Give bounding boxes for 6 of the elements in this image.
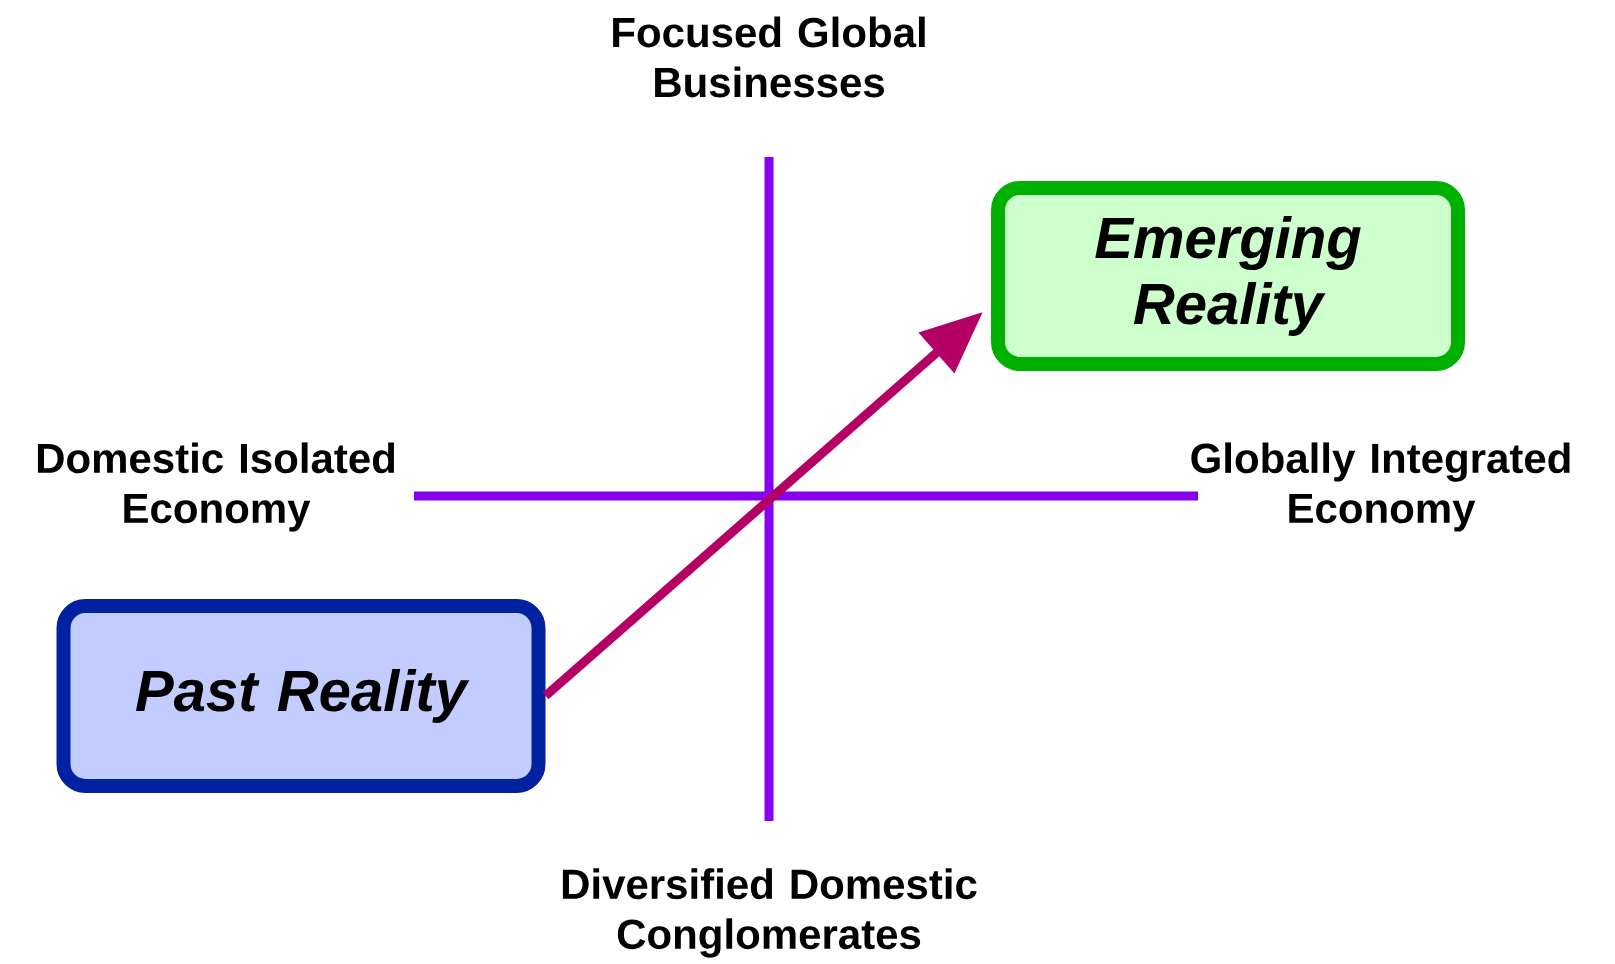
axis-label: Diversified Domestic Conglomerates: [562, 868, 977, 958]
axis-label: Globally Integrated Economy: [1191, 442, 1570, 532]
axis-label: Focused Global Businesses: [613, 16, 925, 98]
text-box: Emerging Reality: [991, 181, 1465, 371]
axis-label: Domestic Isolated Economy: [37, 442, 395, 532]
text-box: Past Reality: [56, 599, 546, 793]
